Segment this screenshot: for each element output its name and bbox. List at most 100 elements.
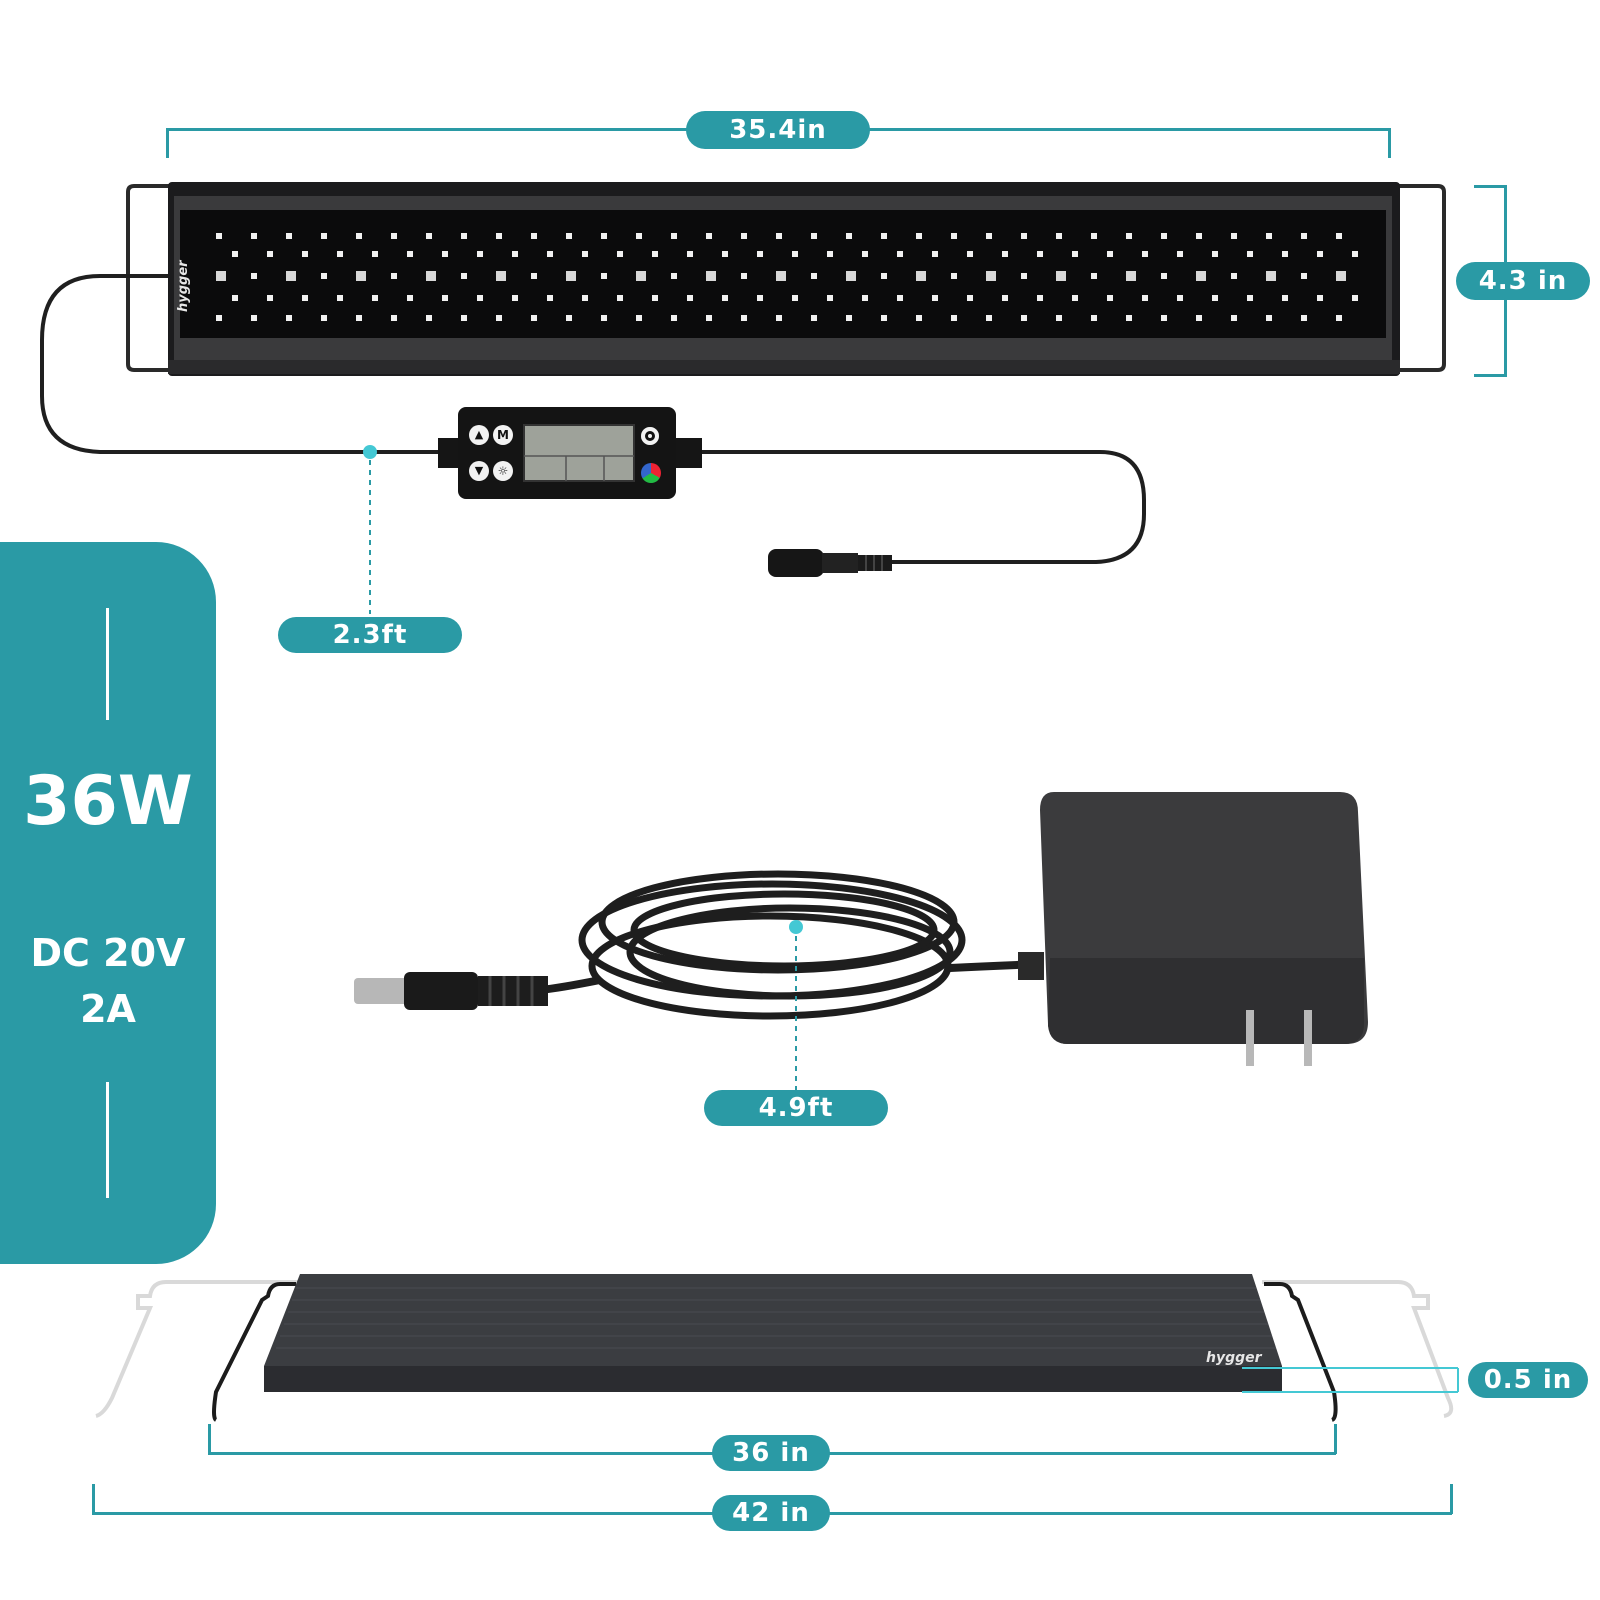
wattage-label: 36W	[23, 762, 193, 841]
led-chip	[1266, 271, 1276, 281]
led-chip	[986, 271, 996, 281]
led-chip	[391, 233, 397, 239]
led-chip	[722, 251, 728, 257]
max-length-right-tick	[1450, 1484, 1453, 1514]
led-chip	[477, 295, 483, 301]
led-chip	[1301, 233, 1307, 239]
led-chip	[1352, 251, 1358, 257]
led-chip	[566, 233, 572, 239]
led-chip	[1021, 315, 1027, 321]
led-chip	[216, 315, 222, 321]
led-chip	[496, 315, 502, 321]
led-chip	[671, 315, 677, 321]
led-chip	[1126, 271, 1136, 281]
led-chip	[846, 271, 856, 281]
led-chip	[1177, 251, 1183, 257]
up-arrow-icon[interactable]: ▲	[469, 425, 489, 445]
light-height-label: 4.3 in	[1456, 262, 1590, 300]
led-chip	[496, 233, 502, 239]
light-icon[interactable]: ☼	[493, 461, 513, 481]
led-chip	[1091, 273, 1097, 279]
led-chip	[706, 233, 712, 239]
led-chip	[827, 295, 833, 301]
led-chip	[811, 315, 817, 321]
light-height-bottom-tick	[1474, 374, 1506, 377]
led-chip	[671, 233, 677, 239]
led-chip	[1056, 271, 1066, 281]
led-chip	[582, 251, 588, 257]
led-chip	[1161, 233, 1167, 239]
led-chip	[251, 233, 257, 239]
down-arrow-icon[interactable]: ▼	[469, 461, 489, 481]
led-chip	[1196, 315, 1202, 321]
led-chip	[827, 251, 833, 257]
led-chip	[232, 295, 238, 301]
led-chip	[216, 271, 226, 281]
led-chip	[1107, 295, 1113, 301]
led-chip	[916, 271, 926, 281]
led-chip	[512, 295, 518, 301]
led-chip	[1317, 251, 1323, 257]
led-chip	[1161, 273, 1167, 279]
led-chip	[391, 315, 397, 321]
led-chip	[811, 233, 817, 239]
led-chip	[617, 251, 623, 257]
max-length-left-tick	[92, 1484, 95, 1514]
led-chip	[601, 273, 607, 279]
led-chip	[1282, 251, 1288, 257]
power-icon[interactable]	[641, 427, 659, 445]
light-length-left-tick	[166, 128, 169, 158]
led-chip	[267, 251, 273, 257]
fixture-brand-logo: hygger	[176, 260, 191, 312]
led-chip	[512, 251, 518, 257]
led-chip	[967, 251, 973, 257]
led-chip	[741, 273, 747, 279]
led-chip	[1196, 233, 1202, 239]
led-chip	[1037, 295, 1043, 301]
led-chip	[1072, 251, 1078, 257]
led-chip	[356, 271, 366, 281]
lamp-thickness-label: 0.5 in	[1468, 1362, 1588, 1398]
led-chip	[426, 271, 436, 281]
led-chip	[1231, 273, 1237, 279]
led-chip	[951, 315, 957, 321]
led-chip	[916, 233, 922, 239]
led-chip	[426, 233, 432, 239]
led-chip	[1177, 295, 1183, 301]
led-chip	[286, 233, 292, 239]
led-chip	[617, 295, 623, 301]
led-chip	[811, 273, 817, 279]
led-chip	[372, 251, 378, 257]
led-chip	[792, 251, 798, 257]
spec-panel-top-bar	[106, 608, 109, 720]
led-chip	[916, 315, 922, 321]
led-chip	[1336, 233, 1342, 239]
led-light-illustration	[40, 182, 1446, 614]
rgb-color-icon[interactable]	[641, 463, 661, 483]
led-chip	[1037, 251, 1043, 257]
led-chip	[932, 295, 938, 301]
led-chip	[652, 295, 658, 301]
led-chip	[776, 271, 786, 281]
led-chip	[706, 315, 712, 321]
led-chip	[426, 315, 432, 321]
voltage-label: DC 20V	[30, 931, 186, 975]
mode-icon[interactable]: M	[493, 425, 513, 445]
led-chip	[846, 315, 852, 321]
right-bracket	[1390, 184, 1446, 372]
led-chip	[302, 251, 308, 257]
led-chip	[1107, 251, 1113, 257]
led-chip	[862, 295, 868, 301]
timer-controller	[438, 407, 702, 499]
led-chip	[286, 271, 296, 281]
led-chip	[461, 315, 467, 321]
led-chip	[1021, 233, 1027, 239]
controller-cable	[40, 274, 448, 454]
led-chip	[286, 315, 292, 321]
led-chip	[881, 315, 887, 321]
led-chip	[547, 251, 553, 257]
led-chip	[251, 273, 257, 279]
led-chip	[671, 273, 677, 279]
max-length-label: 42 in	[712, 1495, 830, 1531]
led-chip	[636, 315, 642, 321]
